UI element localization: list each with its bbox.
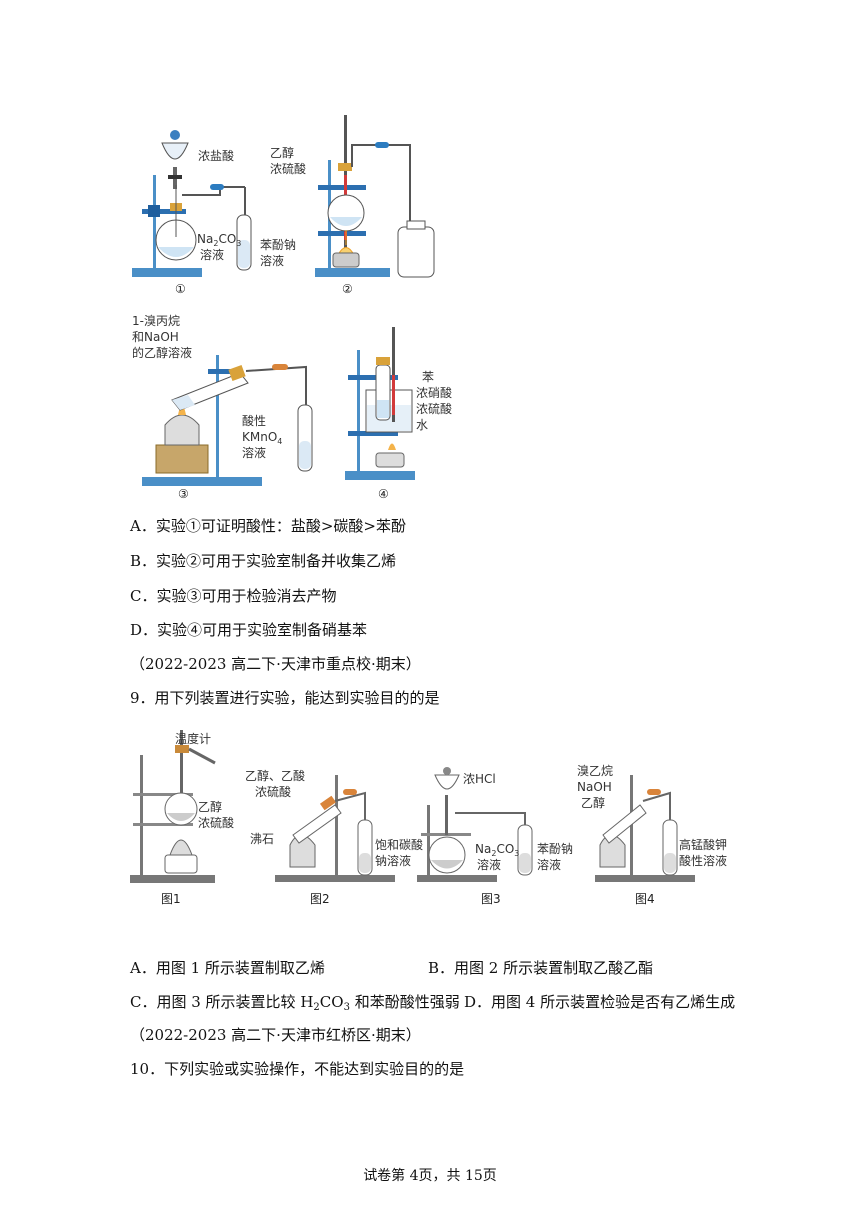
svg-text:溶液: 溶液: [260, 253, 284, 268]
svg-text:温度计: 温度计: [175, 731, 211, 746]
svg-text:溶液: 溶液: [477, 857, 501, 872]
label-exp-3: ③: [178, 487, 189, 501]
q9-fig-3: 浓HCl Na2CO3 溶液 苯酚钠 溶液 图3: [417, 767, 573, 906]
label-exp-1: ①: [175, 282, 186, 296]
q9-stem: 9．用下列装置进行实验，能达到实验目的的是: [130, 689, 440, 707]
label-exp-4: ④: [378, 487, 389, 501]
q9-source: （2022-2023 高二下·天津市重点校·期末）: [130, 655, 421, 673]
svg-text:KMnO4: KMnO4: [242, 430, 282, 446]
svg-text:钠溶液: 钠溶液: [375, 853, 411, 868]
apparatus-1: 浓盐酸 Na2CO3 溶液 苯酚钠 溶液 ①: [132, 130, 296, 296]
q8-option-d: D．实验④可用于实验室制备硝基苯: [130, 621, 368, 639]
svg-text:水: 水: [416, 418, 428, 432]
q9-option-a: A．用图 1 所示装置制取乙烯: [130, 959, 325, 977]
svg-text:浓硫酸: 浓硫酸: [416, 401, 452, 416]
svg-text:图3: 图3: [481, 892, 501, 906]
page-footer: 试卷第 4页，共 15页: [363, 1168, 497, 1184]
svg-text:Na2CO3: Na2CO3: [197, 232, 241, 248]
svg-text:苯酚钠: 苯酚钠: [260, 237, 296, 252]
q9-option-c: C．用图 3 所示装置比较 H2CO3 和苯酚酸性强弱: [130, 993, 460, 1013]
q10-source: （2022-2023 高二下·天津市红桥区·期末）: [130, 1026, 421, 1044]
label-exp-2: ②: [342, 282, 353, 296]
svg-text:溶液: 溶液: [242, 445, 266, 460]
svg-text:苯: 苯: [422, 370, 434, 384]
apparatus-4: 苯 浓硝酸 浓硫酸 水 ④: [345, 327, 452, 501]
svg-text:乙醇: 乙醇: [270, 145, 294, 160]
svg-text:溶液: 溶液: [537, 857, 561, 872]
svg-text:溴乙烷: 溴乙烷: [577, 764, 613, 778]
svg-text:浓硝酸: 浓硝酸: [416, 385, 452, 400]
svg-text:NaOH: NaOH: [577, 780, 612, 794]
svg-text:浓硫酸: 浓硫酸: [198, 815, 234, 830]
svg-text:酸性: 酸性: [242, 413, 266, 428]
q9-fig-2: 乙醇、乙酸 浓硫酸 沸石 饱和碳酸 钠溶液 图2: [245, 768, 423, 906]
svg-text:浓硫酸: 浓硫酸: [270, 161, 306, 176]
q9-fig-1: 温度计 乙醇 浓硫酸 图1: [130, 730, 234, 906]
svg-text:图1: 图1: [161, 892, 181, 906]
svg-text:1-溴丙烷: 1-溴丙烷: [132, 314, 180, 328]
q9-option-d: D．用图 4 所示装置检验是否有乙烯生成: [464, 993, 736, 1011]
svg-text:图4: 图4: [635, 892, 655, 906]
q8-option-b: B．实验②可用于实验室制备并收集乙烯: [130, 552, 397, 570]
q8-option-a: A．实验①可证明酸性：盐酸>碳酸>苯酚: [130, 517, 406, 535]
svg-text:苯酚钠: 苯酚钠: [537, 841, 573, 856]
svg-text:和NaOH: 和NaOH: [132, 330, 179, 344]
svg-text:高锰酸钾: 高锰酸钾: [679, 837, 727, 852]
svg-text:图2: 图2: [310, 892, 330, 906]
apparatus-3: 1-溴丙烷 和NaOH 的乙醇溶液 酸性 KMnO4 溶液 ③: [132, 314, 313, 501]
apparatus-2: 乙醇 浓硫酸 ②: [270, 115, 435, 296]
svg-text:乙醇、乙酸: 乙醇、乙酸: [245, 768, 305, 783]
svg-text:酸性溶液: 酸性溶液: [679, 853, 727, 868]
svg-text:乙醇: 乙醇: [581, 795, 605, 810]
svg-text:沸石: 沸石: [250, 832, 274, 846]
svg-text:浓硫酸: 浓硫酸: [255, 784, 291, 799]
q8-option-c: C．实验③可用于检验消去产物: [130, 587, 337, 605]
svg-text:的乙醇溶液: 的乙醇溶液: [132, 345, 192, 360]
apparatus-figure-1-4: 浓盐酸 Na2CO3 溶液 苯酚钠 溶液 ① 乙醇 浓硫酸 ②: [132, 115, 452, 501]
q9-option-b: B．用图 2 所示装置制取乙酸乙酯: [428, 959, 654, 977]
svg-text:饱和碳酸: 饱和碳酸: [375, 837, 423, 852]
apparatus-figure-q9: 温度计 乙醇 浓硫酸 图1 乙醇、乙酸 浓硫酸 沸石 饱和碳酸 钠溶液 图2 浓…: [130, 730, 727, 906]
label-conc-hcl: 浓盐酸: [198, 148, 234, 163]
q9-fig-4: 溴乙烷 NaOH 乙醇 高锰酸钾 酸性溶液 图4: [577, 764, 727, 906]
svg-text:浓HCl: 浓HCl: [463, 772, 496, 786]
q10-stem: 10．下列实验或实验操作，不能达到实验目的的是: [130, 1060, 465, 1078]
svg-text:溶液: 溶液: [200, 247, 224, 262]
svg-text:乙醇: 乙醇: [198, 799, 222, 814]
svg-text:Na2CO3: Na2CO3: [475, 842, 519, 858]
